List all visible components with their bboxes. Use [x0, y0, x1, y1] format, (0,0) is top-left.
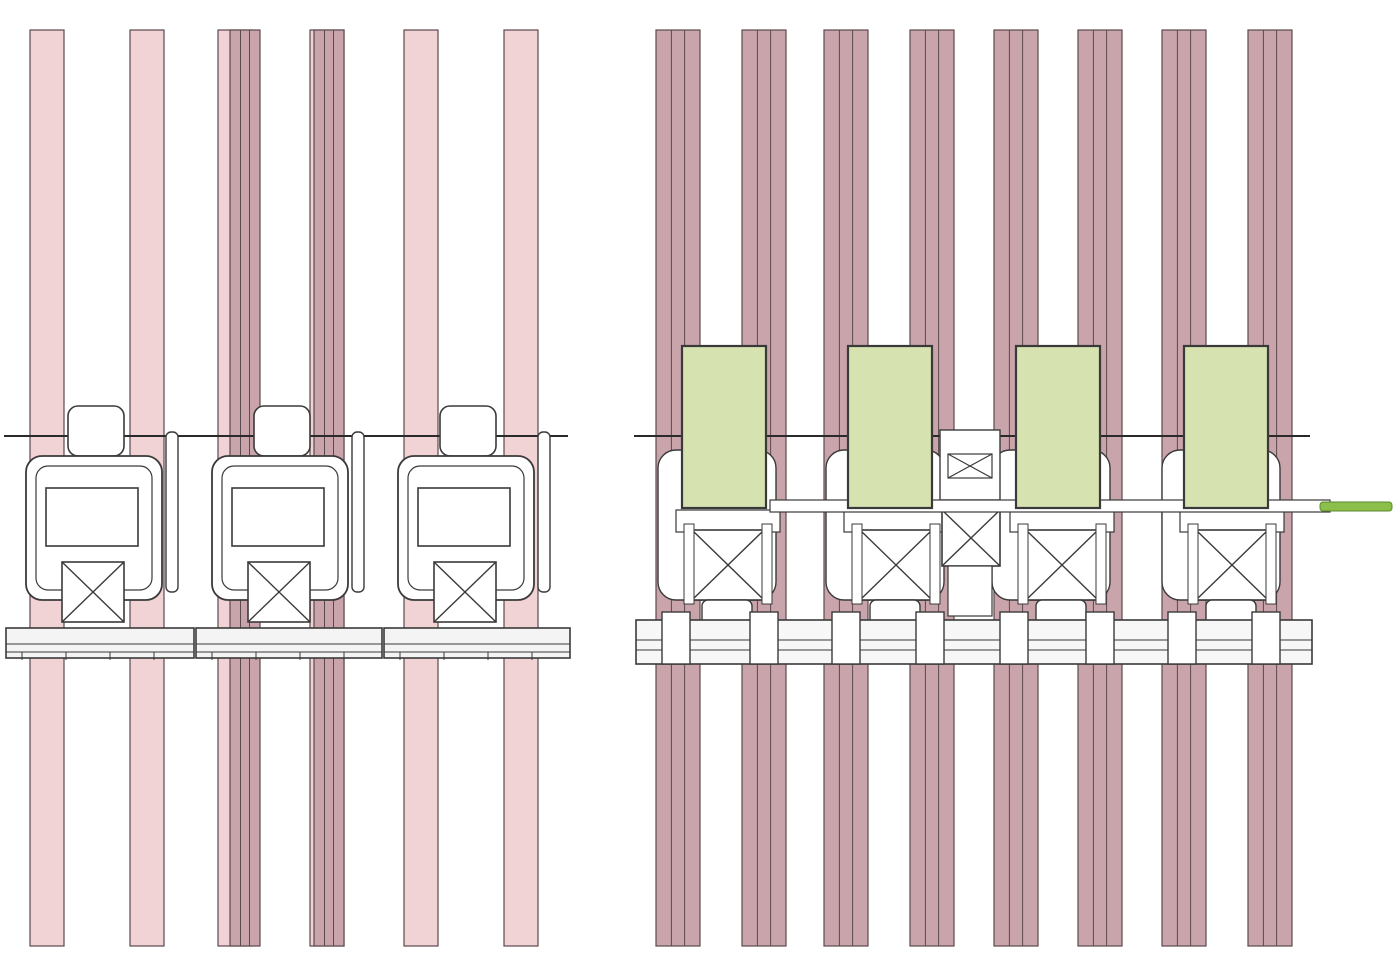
left-planter-units: [25, 405, 551, 623]
unit-metering-box: [1195, 529, 1269, 601]
unit-window: [45, 487, 139, 547]
left-toolbar-section-2: [383, 627, 571, 660]
toolbar-clamp-2: [831, 611, 861, 665]
drive-shaft-green-end: [1319, 501, 1393, 512]
toolbar-bar: [383, 627, 571, 659]
unit-left-rail: [851, 523, 863, 605]
right-planter-units: [657, 429, 1285, 641]
unit-metering-box: [1025, 529, 1099, 601]
unit-left-rail: [1017, 523, 1029, 605]
unit-metering-box: [61, 561, 125, 623]
unit-metering-box: [859, 529, 933, 601]
left-toolbar-section-0: [5, 627, 195, 660]
drive-metering-box: [941, 509, 1001, 567]
metering-box-diagonal: [1195, 529, 1269, 601]
toolbar-clamp-1: [749, 611, 779, 665]
unit-top-cap: [439, 405, 497, 457]
unit-left-rail: [1187, 523, 1199, 605]
toolbar-clamp-0: [661, 611, 691, 665]
left-planter-unit-2: [397, 405, 551, 623]
unit-metering-box: [247, 561, 311, 623]
seed-hopper-body: [680, 344, 768, 510]
left-planter-unit-1: [211, 405, 365, 623]
unit-right-rail: [1265, 523, 1277, 605]
metering-box-diagonal: [1025, 529, 1099, 601]
metering-box-diagonal: [859, 529, 933, 601]
toolbar-clamp-3: [915, 611, 945, 665]
unit-top-cap: [253, 405, 311, 457]
toolbar-bar: [195, 627, 383, 659]
toolbar-bar: [635, 619, 1313, 665]
drive-diagonal: [947, 453, 993, 479]
unit-side-arm: [537, 431, 551, 593]
seed-hopper-body: [1014, 344, 1102, 510]
toolbar-clamp-5: [1085, 611, 1115, 665]
right-toolbar-bar-group: [635, 611, 1313, 665]
drive-lower-body: [947, 565, 993, 617]
unit-side-arm: [351, 431, 365, 593]
seed-hopper-2: [1014, 344, 1102, 510]
metering-box-diagonal: [691, 529, 765, 601]
seed-hopper-body: [1182, 344, 1270, 510]
unit-right-rail: [761, 523, 773, 605]
toolbar-clamp-4: [999, 611, 1029, 665]
unit-left-rail: [683, 523, 695, 605]
right-toolbar: [635, 611, 1313, 665]
metering-box-diagonal: [941, 509, 1001, 567]
metering-box-diagonal: [247, 561, 311, 623]
unit-right-rail: [929, 523, 941, 605]
left-toolbar-section-1: [195, 627, 383, 660]
unit-window: [417, 487, 511, 547]
seed-hopper-0: [680, 344, 768, 510]
right-seed-hoppers: [680, 344, 1270, 510]
metering-box-diagonal: [433, 561, 497, 623]
left-configuration-panel: [4, 29, 571, 947]
toolbar-bar: [5, 627, 195, 659]
unit-window: [231, 487, 325, 547]
seed-hopper-3: [1182, 344, 1270, 510]
seed-hopper-1: [846, 344, 934, 510]
toolbar-clamp-6: [1167, 611, 1197, 665]
toolbar-clamp-7: [1251, 611, 1281, 665]
unit-metering-box: [691, 529, 765, 601]
unit-side-arm: [165, 431, 179, 593]
right-configuration-panel: [634, 29, 1393, 947]
seed-hopper-body: [846, 344, 934, 510]
left-toolbar: [5, 627, 571, 660]
unit-metering-box: [433, 561, 497, 623]
unit-right-rail: [1095, 523, 1107, 605]
center-drive-unit: [939, 429, 1001, 617]
unit-top-cap: [67, 405, 125, 457]
metering-box-diagonal: [61, 561, 125, 623]
left-planter-unit-0: [25, 405, 179, 623]
